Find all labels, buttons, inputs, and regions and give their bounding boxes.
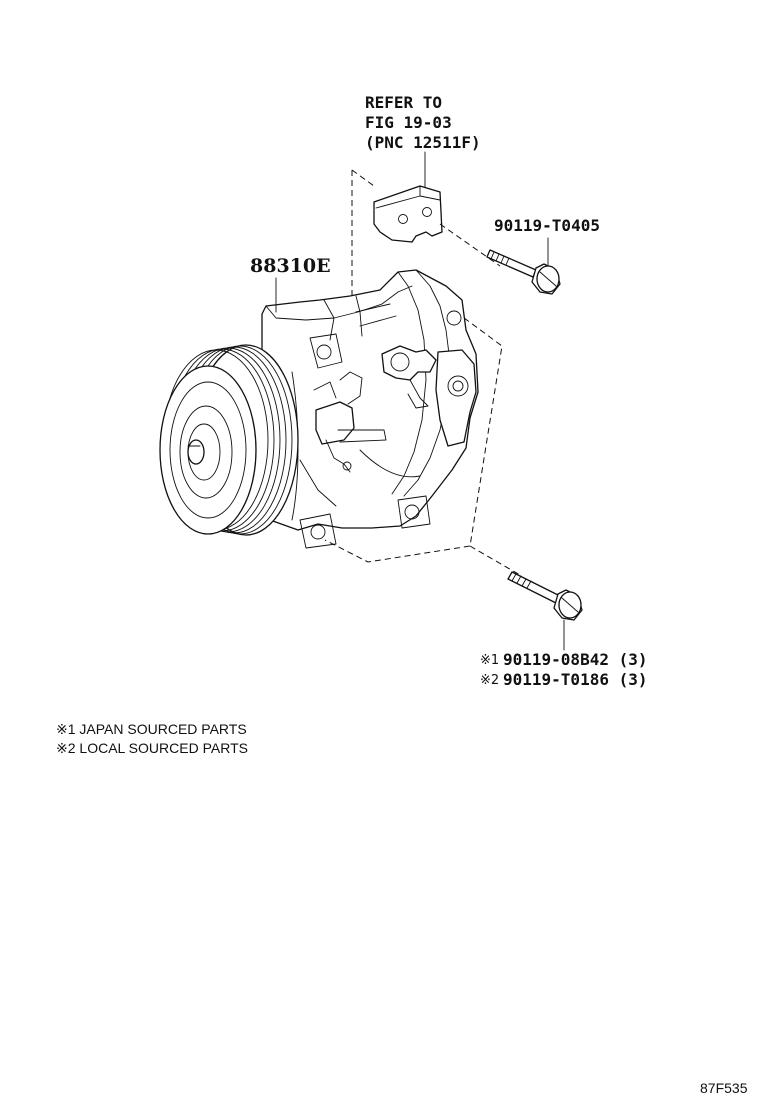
compressor [261,269,479,549]
part-label-compressor: 88310E [250,255,331,277]
part-label-bolt-bottom-2: 90119-T0186 (3) [503,670,648,689]
bracket [373,185,443,243]
bolt-bottom [507,571,583,621]
bolt-bottom-1-mark: ※1 [480,653,499,668]
refer-line-1: REFER TO [365,93,442,112]
refer-line-3: (PNC 12511F) [365,133,481,152]
bolt-top [486,249,561,295]
refer-line-2: FIG 19-03 [365,113,452,132]
note-japan-sourced: ※1 JAPAN SOURCED PARTS [56,721,247,737]
part-label-bolt-top: 90119-T0405 [494,216,600,235]
part-label-bolt-bottom-1: 90119-08B42 (3) [503,650,648,669]
note-local-sourced: ※2 LOCAL SOURCED PARTS [56,740,248,756]
compressor-pulley [159,344,299,536]
bolt-bottom-2-mark: ※2 [480,673,499,688]
figure-id: 87F535 [700,1080,748,1096]
